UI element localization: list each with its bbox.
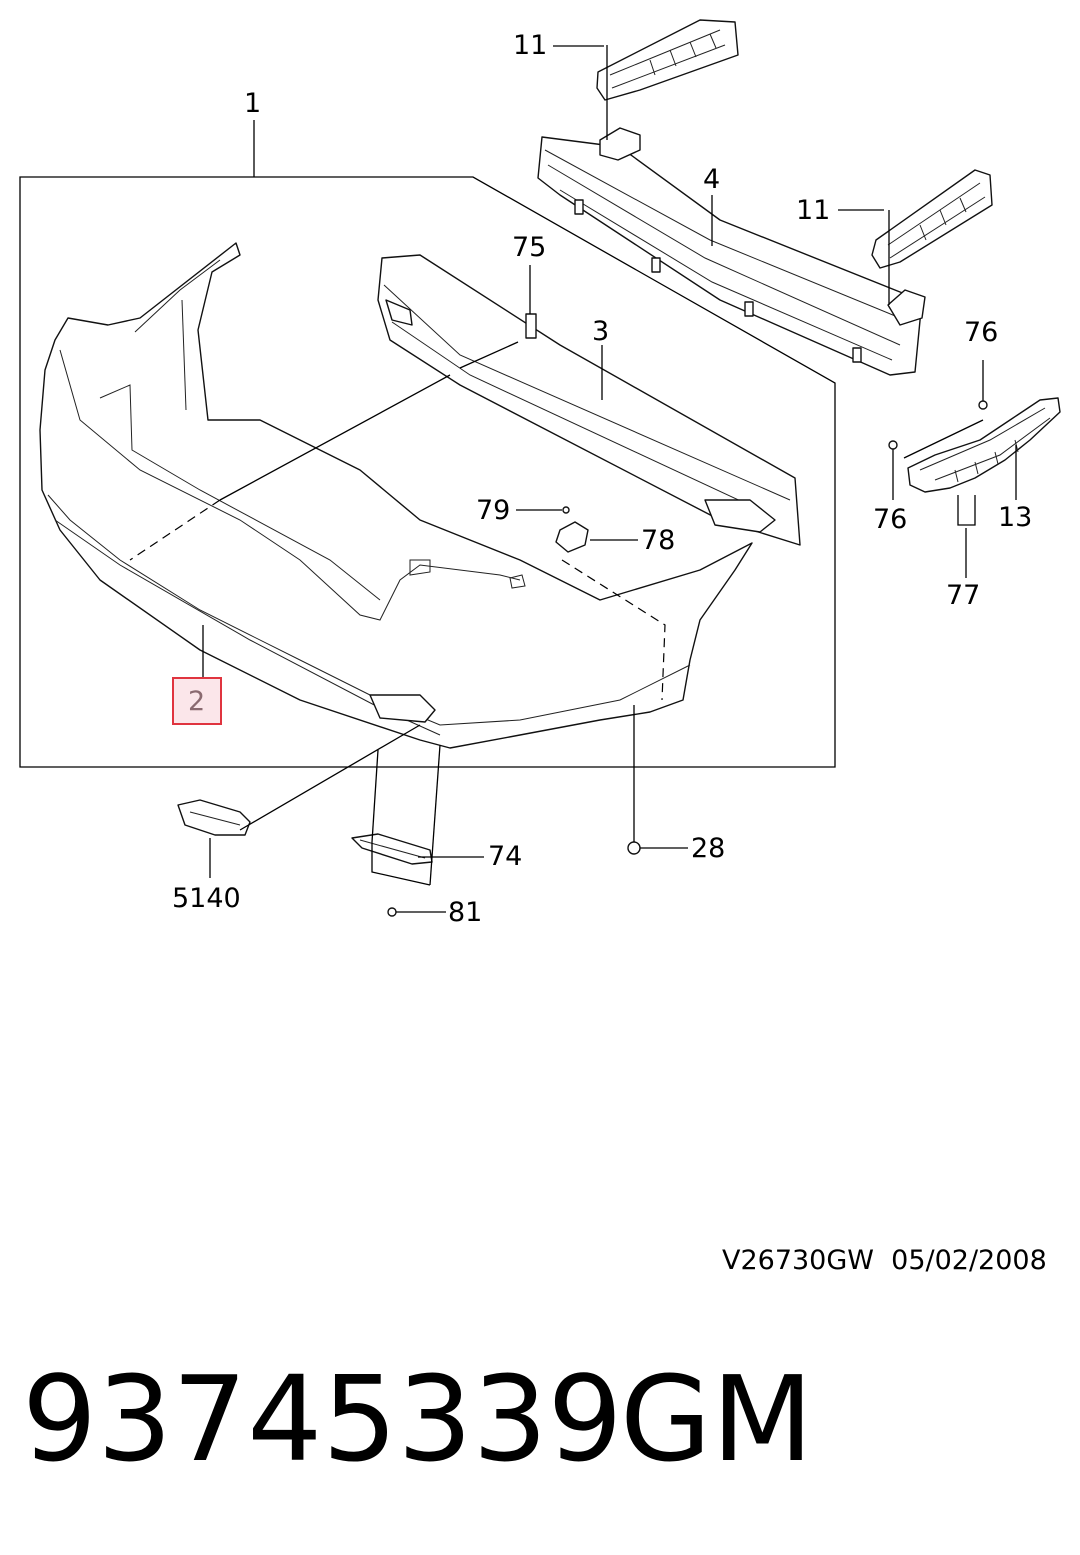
callout-3: 3	[592, 316, 609, 347]
drawing-reference: V26730GW 05/02/2008	[722, 1245, 1047, 1276]
assembly-frame	[19, 176, 836, 768]
screw-28	[627, 835, 641, 855]
screw-79	[562, 506, 570, 514]
callout-76-top: 76	[964, 317, 998, 348]
callout-78: 78	[641, 525, 675, 556]
callout-2-highlight[interactable]: 2	[172, 677, 222, 725]
rear-bumper-fascia	[39, 242, 753, 749]
screw-81	[387, 907, 397, 917]
energy-absorber	[377, 254, 801, 546]
callout-2: 2	[188, 686, 205, 717]
callout-79: 79	[476, 495, 510, 526]
fastener-clip	[525, 313, 537, 339]
callout-81: 81	[448, 897, 482, 928]
lower-retainer	[351, 833, 433, 865]
callout-28: 28	[691, 833, 725, 864]
callout-11-right: 11	[796, 195, 830, 226]
callout-4: 4	[703, 164, 720, 195]
clip-76-top	[978, 400, 988, 410]
callout-77: 77	[946, 580, 980, 611]
callout-76-bottom: 76	[873, 504, 907, 535]
bumper-side-bracket	[892, 360, 1061, 500]
brand-name: GM	[620, 1350, 814, 1488]
parts-diagram: 1 11 11 4 75 3 76 76 13 77 79 78 28 74 8…	[19, 19, 1061, 928]
reinforcement-beam	[537, 127, 926, 376]
callout-75: 75	[512, 232, 546, 263]
callout-74: 74	[488, 841, 522, 872]
tow-hook-cover	[177, 799, 251, 878]
callout-5140: 5140	[172, 883, 241, 914]
callout-13: 13	[998, 502, 1032, 533]
upper-mount-bracket-right	[871, 169, 993, 305]
clip-76-bottom	[888, 440, 898, 450]
part-number: 93745339	[22, 1350, 623, 1488]
callout-11-top: 11	[513, 30, 547, 61]
clip-bracket	[555, 521, 589, 553]
upper-mount-bracket-left	[596, 19, 739, 140]
callout-1: 1	[244, 88, 261, 119]
